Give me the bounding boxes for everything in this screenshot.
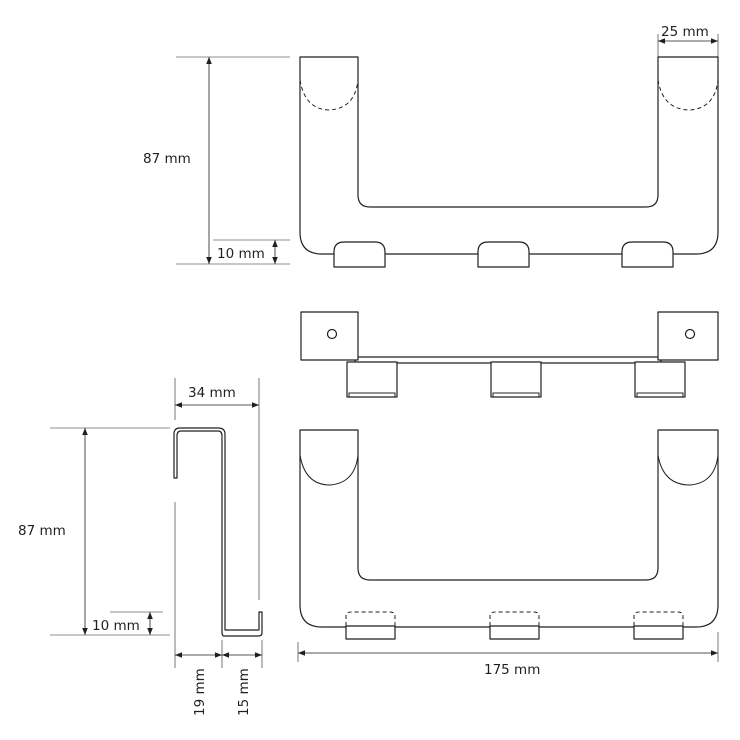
peg-left-bottom — [345, 625, 396, 640]
label-side-depth: 34 mm — [188, 385, 236, 401]
peg-middle-bottom — [489, 625, 540, 640]
peg-middle-top — [477, 241, 530, 268]
hook-curve-left-bottom — [299, 454, 359, 486]
label-top-base: 10 mm — [217, 246, 265, 262]
plan-view — [300, 311, 719, 398]
screw-hole-left — [326, 328, 338, 340]
peg-right-top — [621, 241, 674, 268]
hook-curve-left-top — [299, 79, 359, 111]
dimension-side-depth: 34 mm — [174, 378, 260, 600]
label-side-base: 10 mm — [92, 618, 140, 634]
label-side-height: 87 mm — [18, 523, 66, 539]
dimension-side-base: 10 mm — [92, 611, 163, 635]
dimension-side-bottom-right: 15 mm — [222, 652, 262, 716]
dimension-hook-width: 25 mm — [657, 24, 719, 57]
peg-right-plan — [634, 361, 686, 398]
bottom-extensions — [174, 502, 263, 668]
side-view — [173, 427, 263, 637]
label-side-bottom-right: 15 mm — [236, 668, 252, 716]
hook-curve-right-bottom — [657, 454, 719, 486]
peg-left-top — [333, 241, 386, 268]
peg-middle-plan — [490, 361, 542, 398]
profile-outline — [173, 427, 263, 637]
dimension-top-base: 10 mm — [213, 239, 290, 264]
front-view-bottom — [299, 429, 719, 640]
screw-hole-right — [684, 328, 696, 340]
hook-curve-right-top — [657, 79, 719, 111]
dimension-overall-width: 175 mm — [297, 632, 719, 678]
dimension-side-bottom-left: 19 mm — [175, 652, 222, 716]
peg-right-bottom — [633, 625, 684, 640]
label-overall-width: 175 mm — [484, 662, 540, 678]
label-top-height: 87 mm — [143, 151, 191, 167]
peg-left-plan — [346, 361, 398, 398]
dimension-side-height: 87 mm — [18, 427, 170, 636]
label-side-bottom-left: 19 mm — [192, 668, 208, 716]
label-hook-width: 25 mm — [661, 24, 709, 40]
dimension-top-height: 87 mm — [143, 56, 290, 265]
hanger-outline-top — [299, 56, 719, 255]
front-view-top — [299, 56, 719, 268]
hanger-outline-bottom — [299, 429, 719, 628]
